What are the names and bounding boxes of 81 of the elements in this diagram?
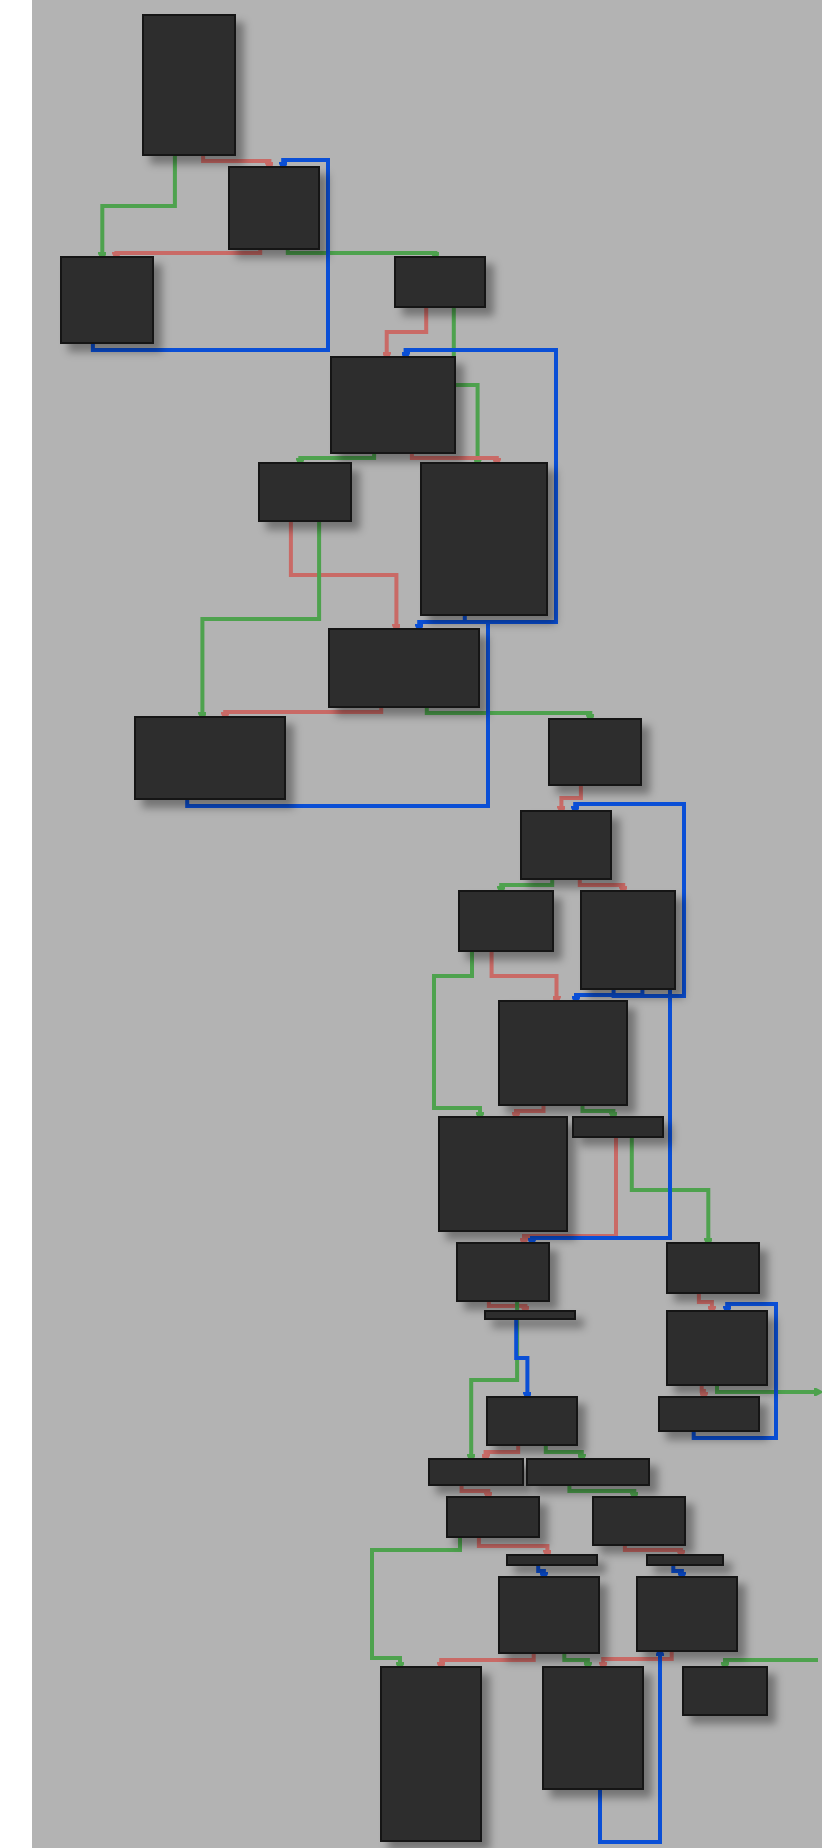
arrow: [527, 990, 672, 1247]
arrow: [400, 348, 558, 624]
arrow: [436, 1654, 536, 1671]
arrow: [577, 880, 629, 895]
arrow: [562, 1654, 593, 1671]
code-block: [380, 1666, 482, 1842]
arrow: [720, 1658, 818, 1671]
arrow: [519, 1138, 618, 1247]
arrow: [466, 1302, 520, 1463]
code-block: [428, 1458, 524, 1486]
code-block: [486, 1396, 578, 1446]
arrow: [580, 1106, 619, 1121]
arrow: [90, 158, 330, 352]
code-block: [666, 1242, 760, 1294]
code-block: [636, 1576, 738, 1652]
arrow: [480, 1446, 521, 1463]
code-block: [142, 14, 236, 156]
arrow: [514, 1320, 533, 1401]
arrow: [295, 454, 377, 467]
code-block: [666, 1310, 768, 1386]
arrow: [543, 1446, 587, 1463]
code-block: [330, 356, 456, 454]
arrow: [201, 156, 275, 171]
arrow: [220, 708, 384, 721]
arrow: [598, 1647, 665, 1844]
code-block: [526, 1458, 650, 1486]
arrow: [285, 250, 441, 261]
code-block: [60, 256, 154, 344]
code-block: [548, 718, 642, 786]
arrow: [696, 1294, 717, 1315]
arrow: [571, 990, 645, 1005]
code-block: [572, 1116, 664, 1138]
arrow: [486, 1302, 531, 1315]
code-block: [580, 890, 676, 990]
arrow: [111, 250, 263, 261]
arrow: [511, 1106, 546, 1121]
arrow: [97, 156, 177, 261]
code-block: [394, 256, 486, 308]
arrow: [715, 1386, 822, 1397]
arrow: [496, 880, 555, 895]
code-block: [228, 166, 320, 250]
code-block: [458, 890, 554, 952]
arrow: [451, 308, 483, 467]
arrow: [197, 522, 322, 721]
code-block: [328, 628, 480, 708]
code-block: [484, 1310, 576, 1320]
arrow: [622, 1546, 687, 1559]
arrow: [370, 1538, 462, 1671]
code-block: [498, 1576, 600, 1654]
code-block: [506, 1554, 598, 1566]
code-block: [682, 1666, 768, 1716]
code-block: [456, 1242, 550, 1302]
arrow: [459, 1486, 494, 1501]
code-block: [520, 810, 612, 880]
code-block: [498, 1000, 628, 1106]
arrow: [476, 1538, 553, 1559]
code-block: [420, 462, 548, 616]
arrow: [381, 308, 429, 361]
arrow: [185, 620, 490, 808]
arrow: [629, 1138, 714, 1247]
arrow: [556, 786, 583, 815]
code-block: [646, 1554, 724, 1566]
code-block: [258, 462, 352, 522]
code-block: [438, 1116, 568, 1232]
code-block: [134, 716, 286, 800]
arrow: [691, 1302, 778, 1440]
arrow: [598, 1652, 674, 1671]
arrow: [536, 1566, 549, 1581]
arrow: [288, 522, 402, 633]
code-block: [592, 1496, 686, 1546]
arrow: [567, 1486, 640, 1501]
arrow: [671, 1566, 687, 1581]
arrow: [489, 952, 562, 1005]
arrow: [432, 952, 485, 1121]
code-block: [658, 1396, 760, 1432]
arrow: [409, 454, 502, 467]
code-block: [542, 1666, 644, 1790]
arrow: [424, 708, 596, 723]
arrow: [698, 1386, 709, 1401]
arrow: [570, 802, 686, 998]
code-block: [446, 1496, 540, 1538]
